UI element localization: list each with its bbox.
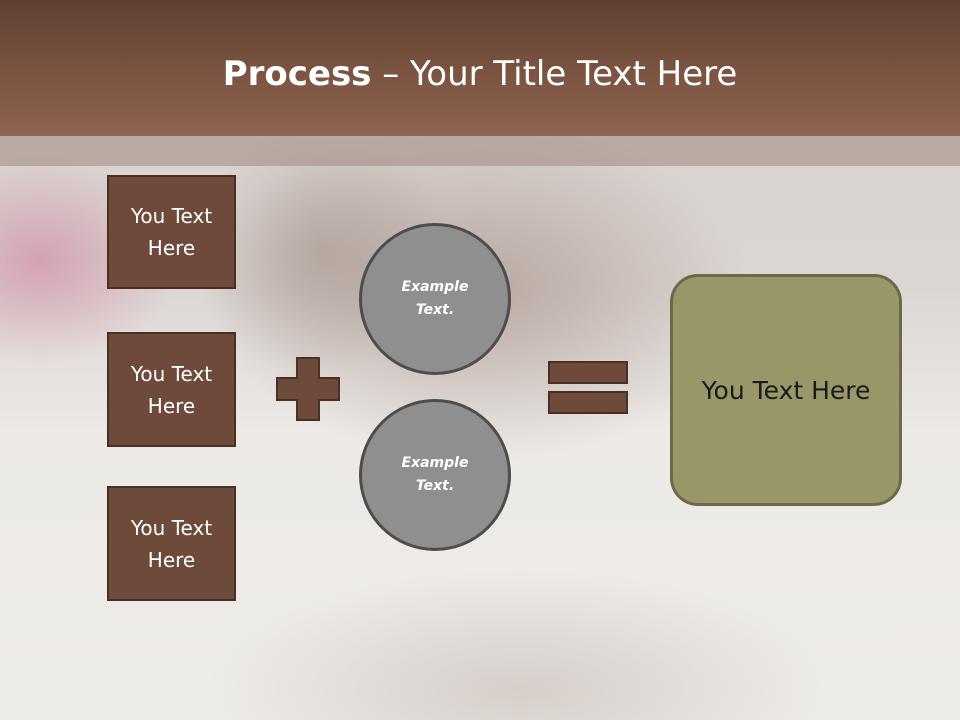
- result-box[interactable]: You Text Here: [670, 274, 902, 506]
- text-box-3[interactable]: You Text Here: [107, 486, 236, 601]
- result-label: You Text Here: [701, 375, 871, 405]
- text-box-label: You Text Here: [130, 515, 213, 572]
- title-bar-strip: [0, 136, 960, 166]
- title-bar: [0, 0, 960, 136]
- text-box-label: You Text Here: [130, 204, 213, 260]
- slide-title: Process – Your Title Text Here: [0, 52, 960, 96]
- text-box-label: You Text Here: [130, 361, 213, 418]
- title-bold: Process: [222, 54, 372, 94]
- text-box-1[interactable]: You Text Here: [107, 175, 236, 289]
- circle-label: Example Text.: [401, 455, 469, 494]
- equals-icon: [548, 361, 628, 414]
- circle-label: Example Text.: [401, 279, 469, 318]
- plus-icon: [276, 357, 340, 421]
- text-box-2[interactable]: You Text Here: [107, 332, 236, 447]
- example-circle-2[interactable]: Example Text.: [359, 399, 511, 551]
- example-circle-1[interactable]: Example Text.: [359, 223, 511, 375]
- title-rest: – Your Title Text Here: [371, 54, 738, 94]
